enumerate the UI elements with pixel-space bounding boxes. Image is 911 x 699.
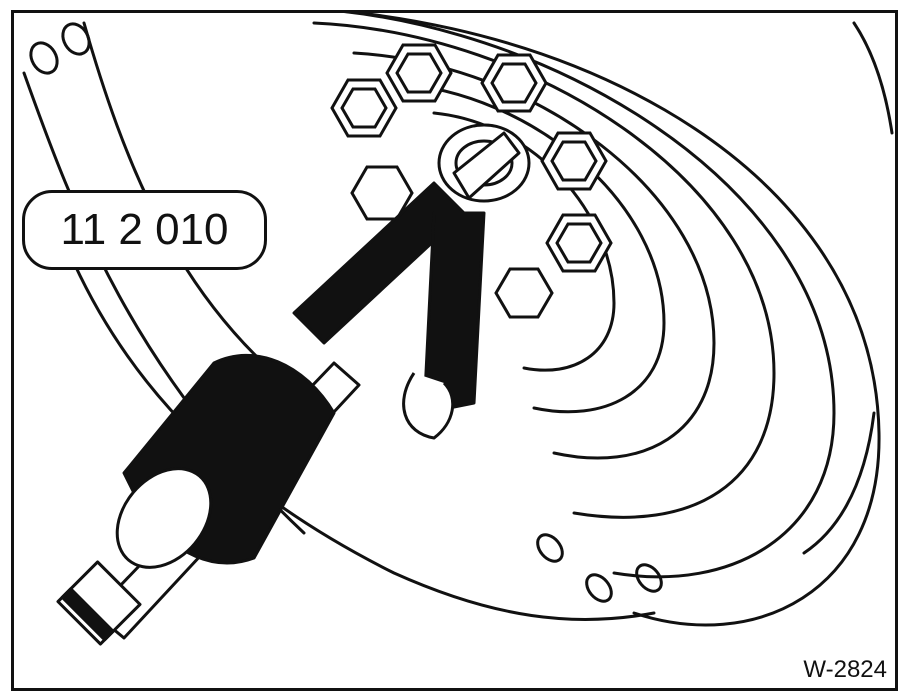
hex-bolt [480, 53, 548, 113]
hex-bolt [540, 131, 608, 191]
dowel-hole [29, 41, 59, 75]
hex-drive-end [56, 560, 142, 646]
puller-jaw-right [422, 211, 486, 415]
housing-bottom-arc [72, 261, 656, 621]
flywheel-puller-illustration [22, 13, 894, 646]
puller-jaw-hook [402, 372, 455, 440]
figure-code: W-2824 [803, 656, 887, 683]
hex-bolt [385, 43, 453, 103]
dowel-hole [536, 533, 564, 563]
flywheel-outer-rim [344, 13, 881, 627]
puller-tool [56, 131, 521, 646]
dowel-hole [585, 573, 613, 603]
housing-right-edge [852, 21, 894, 135]
hex-bolt [545, 213, 613, 273]
dowel-hole [61, 22, 91, 56]
hex-bolt [330, 78, 398, 138]
puller-cone-tip [452, 131, 521, 200]
figure-frame: 11 2 010 W-2824 [11, 10, 898, 691]
hex-bolt [350, 165, 414, 221]
slide-hammer-face [115, 467, 213, 569]
flywheel-ring-2 [312, 21, 776, 519]
tool-number-badge: 11 2 010 [22, 190, 267, 270]
hex-bolt [494, 267, 554, 319]
housing-right-edge-2 [802, 411, 876, 555]
flywheel-ring-1 [342, 13, 836, 579]
dowel-hole [635, 563, 663, 593]
